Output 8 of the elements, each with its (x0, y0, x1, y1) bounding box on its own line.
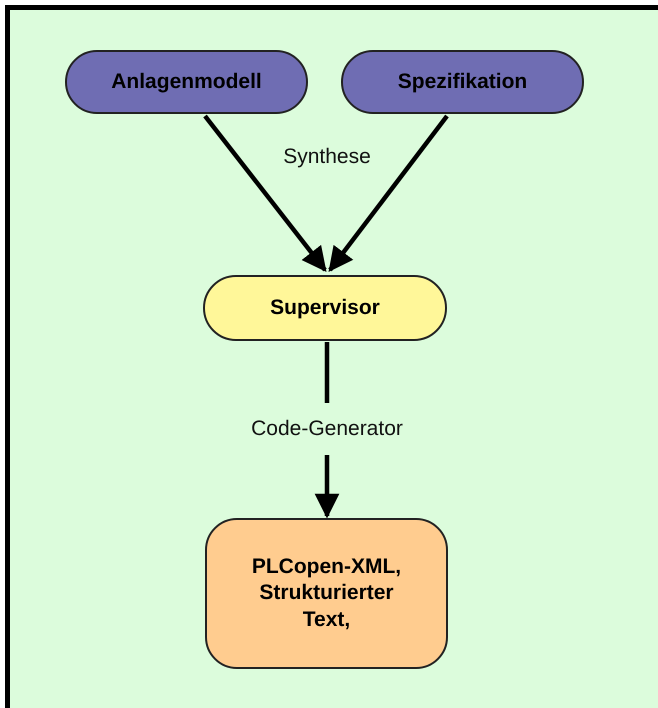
node-label: PLCopen-XML, Strukturierter Text, (250, 554, 402, 633)
annotation-label: Synthese (282, 145, 372, 169)
arrow (203, 114, 327, 272)
output-box (205, 518, 448, 669)
arrow (328, 114, 449, 272)
node-label: Anlagenmodell (111, 68, 262, 95)
node-label: Supervisor (270, 294, 380, 321)
node-label: Spezifikation (398, 68, 528, 95)
